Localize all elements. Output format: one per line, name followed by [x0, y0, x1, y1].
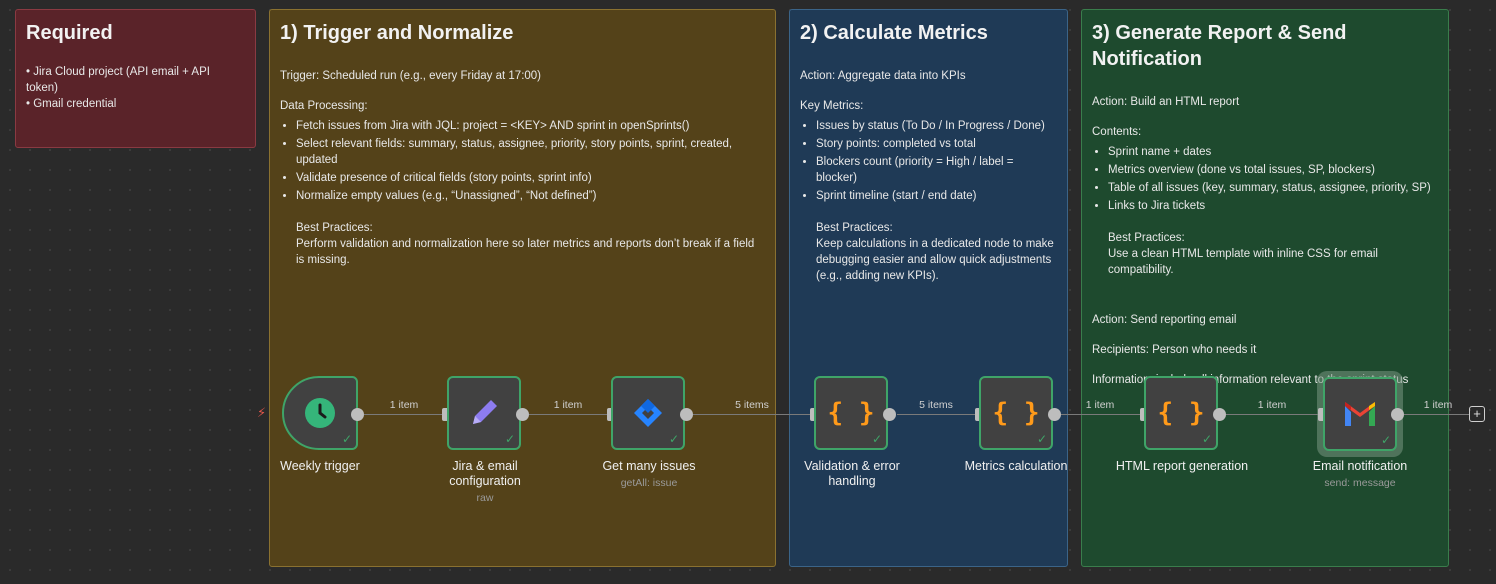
note-bullet: Blockers count (priority = High / label … [816, 154, 1057, 186]
note-bullet: Normalize empty values (e.g., “Unassigne… [296, 188, 765, 204]
output-port[interactable] [1391, 408, 1404, 421]
connection-line[interactable] [1061, 414, 1143, 415]
note-bullet: Fetch issues from Jira with JQL: project… [296, 118, 765, 134]
input-port[interactable] [810, 408, 817, 421]
note-text: Use a clean HTML template with inline CS… [1108, 248, 1378, 276]
node-validation-error-handling[interactable]: { } ✓ [814, 376, 888, 450]
edge-item-count: 1 item [1085, 399, 1115, 411]
note-bullet: Select relevant fields: summary, status,… [296, 136, 765, 168]
note-title: 3) Generate Report & Send Notification [1092, 22, 1347, 70]
edge-item-count: 5 items [919, 399, 953, 411]
input-port[interactable] [442, 408, 449, 421]
node-label: HTML report generation [1115, 459, 1249, 473]
node-label: Get many issues [602, 459, 696, 473]
note-heading: Key Metrics: [800, 100, 864, 112]
node-label: Weekly trigger [280, 459, 360, 473]
clock-icon [305, 398, 335, 428]
node-label: Jira & email configuration [449, 459, 521, 488]
add-node-button[interactable]: + [1469, 406, 1485, 422]
node-label: Validation & error handling [804, 459, 900, 488]
note-bullet: Links to Jira tickets [1108, 198, 1438, 214]
note-bullet: Sprint name + dates [1108, 144, 1438, 160]
success-check-icon: ✓ [341, 432, 352, 446]
note-heading: Contents: [1092, 126, 1142, 138]
node-html-report-generation[interactable]: { } ✓ [1144, 376, 1218, 450]
success-check-icon: ✓ [1036, 432, 1047, 446]
code-braces-icon: { } [827, 398, 875, 428]
note-text: Action: Aggregate data into KPIs [800, 70, 966, 82]
node-email-notification[interactable]: ✓ [1323, 377, 1397, 451]
note-bullet: Story points: completed vs total [816, 136, 1057, 152]
note-title: 2) Calculate Metrics [800, 22, 988, 44]
output-port[interactable] [516, 408, 529, 421]
node-metrics-calculation[interactable]: { } ✓ [979, 376, 1053, 450]
note-text: Keep calculations in a dedicated node to… [816, 238, 1054, 282]
pencil-icon [473, 400, 497, 424]
note-bullet: • Gmail credential [26, 98, 117, 110]
connection-line[interactable] [364, 414, 446, 415]
code-braces-icon: { } [1157, 398, 1205, 428]
success-check-icon: ✓ [1201, 432, 1212, 446]
note-heading: Best Practices: [296, 222, 373, 234]
connection-line[interactable] [897, 414, 979, 415]
input-port[interactable] [607, 408, 614, 421]
note-bullet: Validate presence of critical fields (st… [296, 170, 765, 186]
node-subtitle: raw [476, 492, 494, 504]
note-heading: Data Processing: [280, 100, 368, 112]
note-title: 1) Trigger and Normalize [280, 22, 514, 44]
connection-line[interactable] [1225, 414, 1320, 415]
note-text: Recipients: Person who needs it [1092, 344, 1257, 356]
gmail-icon [1345, 402, 1375, 426]
edge-item-count: 5 items [735, 399, 769, 411]
note-bullet: Table of all issues (key, summary, statu… [1108, 180, 1438, 196]
code-braces-icon: { } [992, 398, 1040, 428]
success-check-icon: ✓ [1380, 433, 1391, 447]
success-check-icon: ✓ [871, 432, 882, 446]
jira-icon [634, 399, 662, 427]
note-heading: Best Practices: [1108, 232, 1185, 244]
node-jira-email-config[interactable]: ✓ [447, 376, 521, 450]
edge-item-count: 1 item [389, 399, 419, 411]
node-subtitle: send: message [1324, 477, 1396, 489]
node-weekly-trigger[interactable]: ✓ [282, 376, 358, 450]
node-subtitle: getAll: issue [620, 477, 678, 489]
input-port[interactable] [1318, 408, 1325, 421]
note-trigger-normalize[interactable]: 1) Trigger and Normalize Trigger: Schedu… [269, 9, 776, 567]
note-bullet: Sprint timeline (start / end date) [816, 188, 1057, 204]
note-text: Action: Build an HTML report [1092, 96, 1240, 108]
note-required[interactable]: Required • Jira Cloud project (API email… [15, 9, 256, 148]
connection-line[interactable] [1404, 414, 1470, 415]
success-check-icon: ✓ [504, 432, 515, 446]
node-label: Email notification [1312, 459, 1408, 473]
node-label: Metrics calculation [964, 459, 1068, 473]
note-bullet: Issues by status (To Do / In Progress / … [816, 118, 1057, 134]
input-port[interactable] [1140, 408, 1147, 421]
output-port[interactable] [1048, 408, 1061, 421]
output-port[interactable] [351, 408, 364, 421]
edge-item-count: 1 item [553, 399, 583, 411]
note-text: Action: Send reporting email [1092, 314, 1237, 326]
input-port[interactable] [975, 408, 982, 421]
output-port[interactable] [680, 408, 693, 421]
edge-item-count: 1 item [1257, 399, 1287, 411]
note-title: Required [26, 22, 113, 44]
note-heading: Best Practices: [816, 222, 893, 234]
trigger-bolt-icon: ⚡ [257, 405, 267, 420]
node-get-many-issues[interactable]: ✓ [611, 376, 685, 450]
output-port[interactable] [883, 408, 896, 421]
note-bullet: • Jira Cloud project (API email + API to… [26, 66, 210, 94]
note-text: Perform validation and normalization her… [296, 238, 755, 266]
note-calculate-metrics[interactable]: 2) Calculate Metrics Action: Aggregate d… [789, 9, 1068, 567]
success-check-icon: ✓ [668, 432, 679, 446]
connection-line[interactable] [693, 414, 813, 415]
output-port[interactable] [1213, 408, 1226, 421]
note-bullet: Metrics overview (done vs total issues, … [1108, 162, 1438, 178]
edge-item-count: 1 item [1423, 399, 1453, 411]
note-text: Trigger: Scheduled run (e.g., every Frid… [280, 70, 542, 82]
connection-line[interactable] [528, 414, 610, 415]
